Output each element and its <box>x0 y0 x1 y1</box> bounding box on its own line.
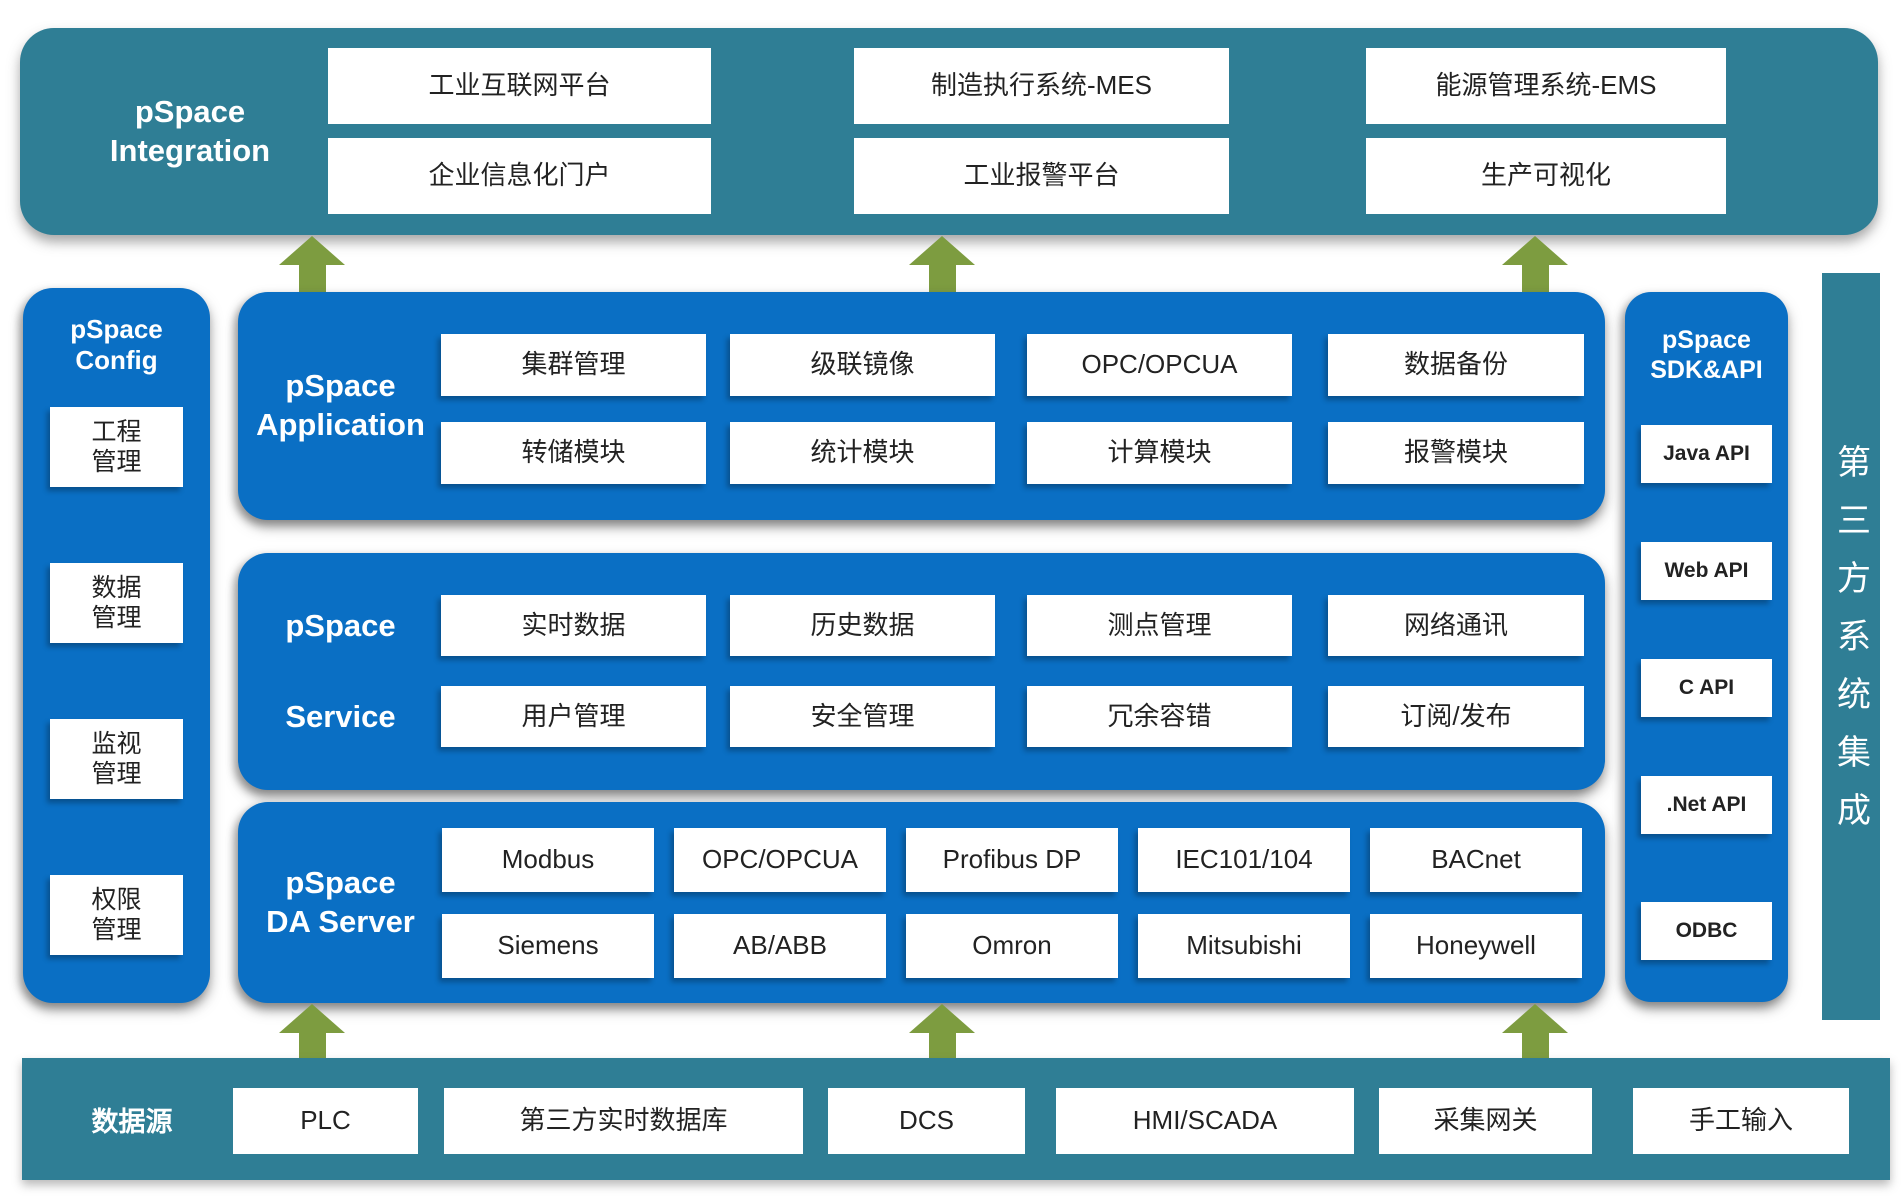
datasource-box: 采集网关 <box>1379 1088 1592 1154</box>
config-title: pSpace Config <box>23 314 210 375</box>
integration-title-line1: pSpace <box>134 93 246 129</box>
arrow-head <box>279 1004 345 1033</box>
service-module-box: 历史数据 <box>730 595 995 656</box>
integration-title-line2: Integration <box>109 132 271 168</box>
datasource-box: 手工输入 <box>1633 1088 1849 1154</box>
integration-box: 企业信息化门户 <box>328 138 711 214</box>
da-server-title: pSpace DA Server <box>238 802 443 1003</box>
app-module-box: 数据备份 <box>1328 334 1584 396</box>
datasource-bar: 数据源 PLC 第三方实时数据库 DCS HMI/SCADA 采集网关 手工输入 <box>22 1058 1890 1180</box>
application-title: pSpace Application <box>238 292 443 520</box>
config-item-box: 监视 管理 <box>50 719 183 799</box>
app-module-box: 计算模块 <box>1027 422 1292 484</box>
sdk-api-title-line2: SDK&API <box>1650 355 1763 384</box>
service-module-box: 测点管理 <box>1027 595 1292 656</box>
da-server-panel: pSpace DA Server Modbus OPC/OPCUA Profib… <box>238 802 1605 1003</box>
da-server-title-line1: pSpace <box>285 864 396 900</box>
up-arrow-icon <box>909 1004 975 1061</box>
arrow-head <box>909 1004 975 1033</box>
da-driver-box: Honeywell <box>1370 914 1582 978</box>
service-module-box: 安全管理 <box>730 686 995 747</box>
up-arrow-icon <box>1502 236 1568 293</box>
config-item-box: 工程 管理 <box>50 407 183 487</box>
app-module-box: 转储模块 <box>441 422 706 484</box>
da-server-title-line2: DA Server <box>266 903 415 939</box>
arrow-stem <box>1521 1033 1549 1061</box>
datasource-box: 第三方实时数据库 <box>444 1088 803 1154</box>
da-driver-box: OPC/OPCUA <box>674 828 886 892</box>
da-driver-box: AB/ABB <box>674 914 886 978</box>
third-party-integration-bar: 第三方系统集成 <box>1822 273 1880 1020</box>
arrow-head <box>909 236 975 265</box>
config-item-box: 数据 管理 <box>50 563 183 643</box>
integration-panel: pSpace Integration 工业互联网平台 企业信息化门户 制造执行系… <box>20 28 1878 235</box>
service-module-box: 网络通讯 <box>1328 595 1584 656</box>
sdk-api-box: C API <box>1641 659 1772 717</box>
arrow-head <box>279 236 345 265</box>
app-module-box: 报警模块 <box>1328 422 1584 484</box>
sdk-api-title-line1: pSpace <box>1662 326 1751 354</box>
da-driver-box: BACnet <box>1370 828 1582 892</box>
service-module-box: 订阅/发布 <box>1328 686 1584 747</box>
config-title-line2: Config <box>75 344 158 375</box>
arrow-head <box>1502 1004 1568 1033</box>
service-panel: pSpace Service 实时数据 历史数据 测点管理 网络通讯 用户管理 … <box>238 553 1605 790</box>
integration-box: 工业互联网平台 <box>328 48 711 124</box>
arrow-stem <box>928 265 956 293</box>
up-arrow-icon <box>909 236 975 293</box>
service-module-box: 冗余容错 <box>1027 686 1292 747</box>
service-module-box: 用户管理 <box>441 686 706 747</box>
arrow-stem <box>1521 265 1549 293</box>
arrow-stem <box>298 265 326 293</box>
da-driver-box: IEC101/104 <box>1138 828 1350 892</box>
arrow-stem <box>928 1033 956 1061</box>
application-panel: pSpace Application 集群管理 级联镜像 OPC/OPCUA 数… <box>238 292 1605 520</box>
third-party-integration-label: 第三方系统集成 <box>1831 443 1870 850</box>
da-driver-box: Omron <box>906 914 1118 978</box>
integration-title: pSpace Integration <box>50 28 330 235</box>
service-title-line1: pSpace <box>285 607 396 643</box>
sdk-api-title: pSpace SDK&API <box>1625 326 1788 385</box>
app-module-box: 统计模块 <box>730 422 995 484</box>
sdk-api-box: .Net API <box>1641 776 1772 834</box>
da-driver-box: Mitsubishi <box>1138 914 1350 978</box>
sdk-api-box: ODBC <box>1641 902 1772 960</box>
application-title-line1: pSpace <box>285 368 396 404</box>
datasource-box: PLC <box>233 1088 418 1154</box>
arrow-head <box>1502 236 1568 265</box>
datasource-box: HMI/SCADA <box>1056 1088 1354 1154</box>
config-panel: pSpace Config 工程 管理 数据 管理 监视 管理 权限 管理 <box>23 288 210 1003</box>
da-driver-box: Modbus <box>442 828 654 892</box>
up-arrow-icon <box>1502 1004 1568 1061</box>
up-arrow-icon <box>279 236 345 293</box>
integration-box: 工业报警平台 <box>854 138 1229 214</box>
integration-box: 生产可视化 <box>1366 138 1726 214</box>
app-module-box: 级联镜像 <box>730 334 995 396</box>
integration-box: 制造执行系统-MES <box>854 48 1229 124</box>
da-driver-box: Siemens <box>442 914 654 978</box>
config-title-line1: pSpace <box>70 314 163 344</box>
service-title-line2: Service <box>285 698 396 734</box>
up-arrow-icon <box>279 1004 345 1061</box>
service-module-box: 实时数据 <box>441 595 706 656</box>
app-module-box: OPC/OPCUA <box>1027 334 1292 396</box>
application-title-line2: Application <box>256 407 425 442</box>
datasource-box: DCS <box>828 1088 1025 1154</box>
app-module-box: 集群管理 <box>441 334 706 396</box>
datasource-label: 数据源 <box>91 1106 173 1137</box>
config-item-box: 权限 管理 <box>50 875 183 955</box>
integration-box: 能源管理系统-EMS <box>1366 48 1726 124</box>
da-driver-box: Profibus DP <box>906 828 1118 892</box>
arrow-stem <box>298 1033 326 1061</box>
sdk-api-panel: pSpace SDK&API Java API Web API C API .N… <box>1625 292 1788 1002</box>
sdk-api-box: Java API <box>1641 425 1772 483</box>
sdk-api-box: Web API <box>1641 542 1772 600</box>
